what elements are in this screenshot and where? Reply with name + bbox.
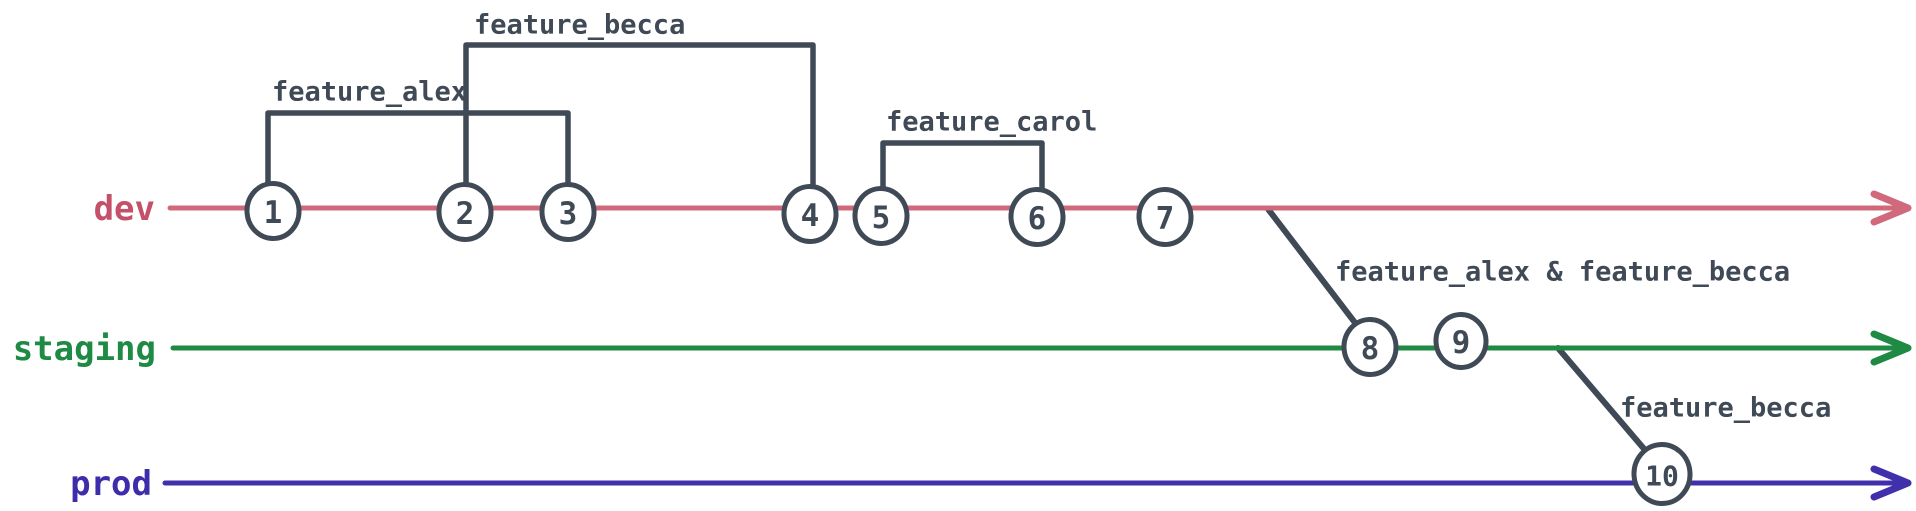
commit-number-3: 3 bbox=[559, 196, 578, 232]
commit-number-6: 6 bbox=[1028, 201, 1047, 237]
commit-number-5: 5 bbox=[872, 200, 891, 236]
commit-node-2 bbox=[436, 182, 494, 242]
merge-staging-to-prod-line bbox=[1555, 345, 1648, 453]
commit-node-8 bbox=[1341, 317, 1399, 377]
feature-carol-label: feature_carol bbox=[886, 107, 1097, 138]
dev-branch-label: dev bbox=[94, 189, 155, 229]
merge-staging-to-prod-label: feature_becca bbox=[1620, 393, 1831, 424]
commit-node-10 bbox=[1631, 442, 1693, 506]
commit-number-9: 9 bbox=[1452, 325, 1471, 361]
prod-arrowhead-icon bbox=[1870, 465, 1912, 501]
commit-node-3 bbox=[539, 182, 597, 242]
feature-becca-label: feature_becca bbox=[474, 10, 685, 41]
commit-node-9 bbox=[1433, 312, 1489, 370]
commit-number-10: 10 bbox=[1645, 460, 1679, 493]
commit-node-6 bbox=[1008, 187, 1066, 247]
feature-carol-bracket bbox=[880, 140, 1045, 198]
commit-number-8: 8 bbox=[1361, 331, 1380, 367]
commit-number-7: 7 bbox=[1156, 201, 1175, 237]
commit-number-2: 2 bbox=[456, 196, 475, 232]
merge-lines-layer bbox=[1265, 206, 1648, 453]
staging-branch-label: staging bbox=[13, 329, 156, 369]
commit-node-7 bbox=[1136, 187, 1194, 247]
feature-alex-label: feature_alex bbox=[272, 77, 467, 108]
staging-arrowhead-icon bbox=[1870, 330, 1912, 366]
commit-node-4 bbox=[781, 184, 839, 244]
feature-alex-bracket bbox=[265, 110, 571, 193]
feature-brackets-layer bbox=[265, 42, 1045, 198]
commit-number-1: 1 bbox=[264, 195, 283, 231]
merge-dev-to-staging-label: feature_alex & feature_becca bbox=[1335, 257, 1790, 288]
merge-dev-to-staging-line bbox=[1265, 206, 1359, 327]
feature-becca-bracket bbox=[463, 42, 816, 195]
commit-node-1 bbox=[244, 181, 302, 241]
commit-node-5 bbox=[852, 186, 910, 246]
commit-nodes-layer: 1 2 3 4 5 6 7 8 9 10 bbox=[244, 181, 1693, 506]
dev-arrowhead-icon bbox=[1870, 190, 1912, 226]
commit-number-4: 4 bbox=[801, 198, 820, 234]
text-labels-layer: feature_alexfeature_beccafeature_carolfe… bbox=[13, 10, 1832, 505]
prod-branch-label: prod bbox=[70, 464, 152, 504]
